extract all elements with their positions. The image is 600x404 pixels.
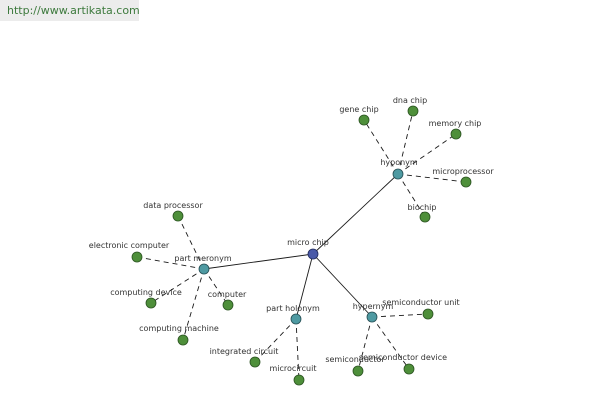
edge-data-processor: [177, 215, 205, 270]
edge-gene-chip: [363, 119, 399, 175]
label-computing-machine: computing machine: [139, 324, 219, 333]
node-microcircuit[interactable]: [293, 374, 305, 386]
node-computing-device[interactable]: [145, 297, 157, 309]
edge-microprocessor: [397, 173, 467, 183]
edge-dna-chip: [397, 110, 414, 175]
node-semiconductor[interactable]: [352, 365, 364, 377]
edge-microcircuit: [295, 318, 300, 381]
label-microprocessor: microprocessor: [432, 167, 494, 176]
label-semiconductor: semiconductor: [325, 355, 385, 364]
edge-computer: [203, 268, 229, 306]
edge-integrated-circuit: [254, 318, 297, 363]
labels-layer: micro chip hyponym part meronym part holony…: [89, 96, 495, 373]
node-electronic-computer[interactable]: [131, 251, 143, 263]
label-hypernym: hypernym: [353, 302, 394, 311]
label-part-meronym: part meronym: [174, 254, 231, 263]
label-integrated-circuit: integrated circuit: [210, 347, 279, 356]
edge-part-meronym: [203, 253, 314, 270]
node-computer[interactable]: [222, 299, 234, 311]
label-computing-device: computing device: [110, 288, 182, 297]
node-part-holonym[interactable]: [290, 313, 302, 325]
label-semiconductor-device: semiconductor device: [359, 353, 447, 362]
edge-part-holonym: [295, 253, 314, 320]
node-hypernym[interactable]: [366, 311, 378, 323]
node-micro-chip[interactable]: [307, 248, 319, 260]
label-biochip: biochip: [408, 203, 437, 212]
node-integrated-circuit[interactable]: [249, 356, 261, 368]
label-micro-chip: micro chip: [287, 238, 329, 247]
edges-layer: [136, 110, 467, 381]
node-dna-chip[interactable]: [407, 105, 419, 117]
node-memory-chip[interactable]: [450, 128, 462, 140]
node-semiconductor-unit[interactable]: [422, 308, 434, 320]
edge-hypernym: [312, 253, 373, 318]
node-computing-machine[interactable]: [177, 334, 189, 346]
node-data-processor[interactable]: [172, 210, 184, 222]
label-microcircuit: microcircuit: [270, 364, 317, 373]
edge-computing-device: [150, 268, 205, 304]
edge-hyponym: [312, 173, 399, 255]
edge-electronic-computer: [136, 256, 205, 270]
label-dna-chip: dna chip: [393, 96, 427, 105]
edge-semiconductor: [357, 316, 373, 372]
watermark-url: http://www.artikata.com: [0, 0, 140, 21]
label-data-processor: data processor: [143, 201, 203, 210]
node-biochip[interactable]: [419, 211, 431, 223]
label-computer: computer: [208, 290, 247, 299]
edge-computing-machine: [182, 268, 205, 341]
node-hyponym[interactable]: [392, 168, 404, 180]
node-gene-chip[interactable]: [358, 114, 370, 126]
label-memory-chip: memory chip: [429, 119, 482, 128]
node-semiconductor-device[interactable]: [403, 363, 415, 375]
label-part-holonym: part holonym: [266, 304, 320, 313]
edge-memory-chip: [397, 133, 457, 175]
edge-semiconductor-device: [371, 316, 410, 370]
label-semiconductor-unit: semiconductor unit: [382, 298, 459, 307]
label-hyponym: hyponym: [380, 158, 418, 167]
node-microprocessor[interactable]: [460, 176, 472, 188]
label-gene-chip: gene chip: [339, 105, 378, 114]
nodes-layer: [131, 105, 472, 386]
node-part-meronym[interactable]: [198, 263, 210, 275]
edge-semiconductor-unit: [371, 313, 429, 318]
label-electronic-computer: electronic computer: [89, 241, 170, 250]
